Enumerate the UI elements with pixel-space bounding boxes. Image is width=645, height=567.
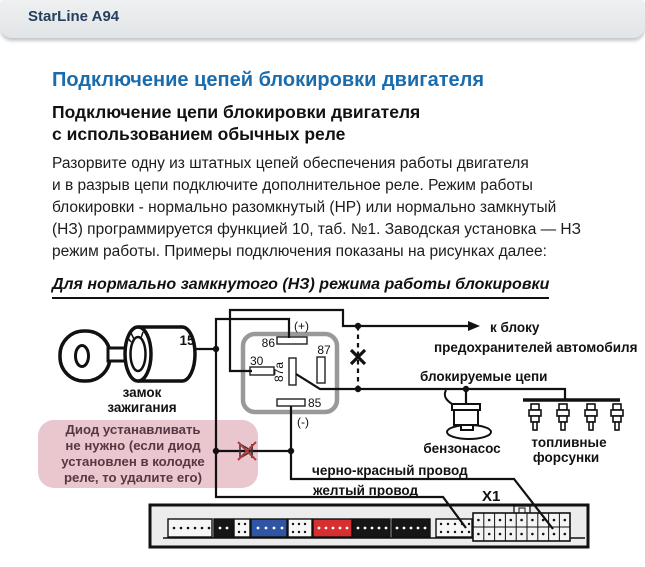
connector-white-4 bbox=[435, 518, 473, 538]
injectors-label-2: форсунки bbox=[533, 450, 599, 465]
relay-pin87-bar bbox=[316, 356, 326, 384]
diode-note-text: Диод устанавливать не нужно (если диод у… bbox=[61, 422, 205, 485]
window-header: StarLine A94 bbox=[0, 0, 645, 39]
ignition-lock-drawing bbox=[58, 325, 197, 383]
connector-x1-plug bbox=[472, 505, 571, 542]
fuel-injectors-drawing bbox=[523, 398, 624, 431]
body-line: режим работы. Примеры подключения показа… bbox=[52, 243, 547, 260]
connector-white-3 bbox=[287, 518, 313, 538]
relay-pin86-bar bbox=[276, 336, 308, 345]
body-paragraph: Разорвите одну из штатных цепей обеспече… bbox=[52, 153, 627, 263]
ignition-lock-label-1: замок bbox=[123, 385, 162, 400]
mode-heading: Для нормально замкнутого (НЗ) режима раб… bbox=[52, 276, 550, 299]
relay-pin87a-bar bbox=[288, 357, 297, 386]
fuse-box-label-1: к блоку bbox=[490, 320, 540, 335]
connector-blue bbox=[250, 518, 288, 538]
plus-label: (+) bbox=[294, 319, 309, 333]
cut-mark-icon bbox=[349, 348, 367, 366]
relay-pin86-label: 86 bbox=[262, 336, 276, 350]
crossed-diode-icon bbox=[237, 441, 257, 461]
fuel-pump-drawing bbox=[443, 389, 492, 440]
blocked-circuits-label: блокируемые цепи bbox=[420, 369, 547, 384]
wiring-diagram: 86 87 30 87a 85 bbox=[58, 308, 637, 549]
relay-pin87-label: 87 bbox=[317, 343, 331, 357]
body-line: Разорвите одну из штатных цепей обеспече… bbox=[52, 155, 529, 172]
injectors-label-1: топливные bbox=[531, 435, 607, 450]
minus-label: (-) bbox=[297, 415, 309, 429]
x1-connector-label: X1 bbox=[482, 488, 500, 505]
body-line: блокировки - нормально разомкнутый (НР) … bbox=[52, 199, 557, 216]
junction-dots bbox=[212, 322, 470, 455]
wire-black-red-label: черно-красный провод bbox=[312, 463, 468, 478]
wire-yellow-label: желтый провод bbox=[312, 483, 419, 498]
relay-pin30-label: 30 bbox=[250, 354, 264, 368]
body-line: (НЗ) программируется функцией 10, таб. №… bbox=[52, 221, 581, 238]
relay-pin87a-label: 87a bbox=[272, 362, 286, 382]
ignition-lock-label-2: зажигания bbox=[107, 400, 176, 415]
connector-white-2 bbox=[233, 518, 251, 538]
terminal-15-label: 15 bbox=[179, 333, 195, 348]
app-title: StarLine A94 bbox=[28, 8, 120, 25]
diode-note-box: Диод устанавливать не нужно (если диод у… bbox=[38, 420, 258, 488]
relay-drawing: 86 87 30 87a 85 bbox=[240, 331, 340, 415]
relay-pin30-bar bbox=[249, 366, 275, 376]
relay-pin85-bar bbox=[276, 398, 306, 407]
article-content: Подключение цепей блокировки двигателя П… bbox=[52, 38, 627, 299]
arrow-head bbox=[468, 321, 480, 331]
page-title: Подключение цепей блокировки двигателя bbox=[52, 69, 485, 91]
fuel-pump-label: бензонасос bbox=[423, 441, 501, 456]
body-line: и в разрыв цепи подключите дополнительно… bbox=[52, 177, 533, 194]
section-subtitle: Подключение цепи блокировки двигателя с … bbox=[52, 102, 421, 144]
connector-white-1 bbox=[167, 518, 213, 538]
relay-pin85-label: 85 bbox=[308, 396, 322, 410]
alarm-unit-drawing bbox=[148, 503, 590, 549]
wiring bbox=[195, 308, 567, 530]
fuse-box-label-2: предохранителей автомобиля bbox=[434, 340, 637, 355]
connector-black-small bbox=[213, 518, 234, 538]
